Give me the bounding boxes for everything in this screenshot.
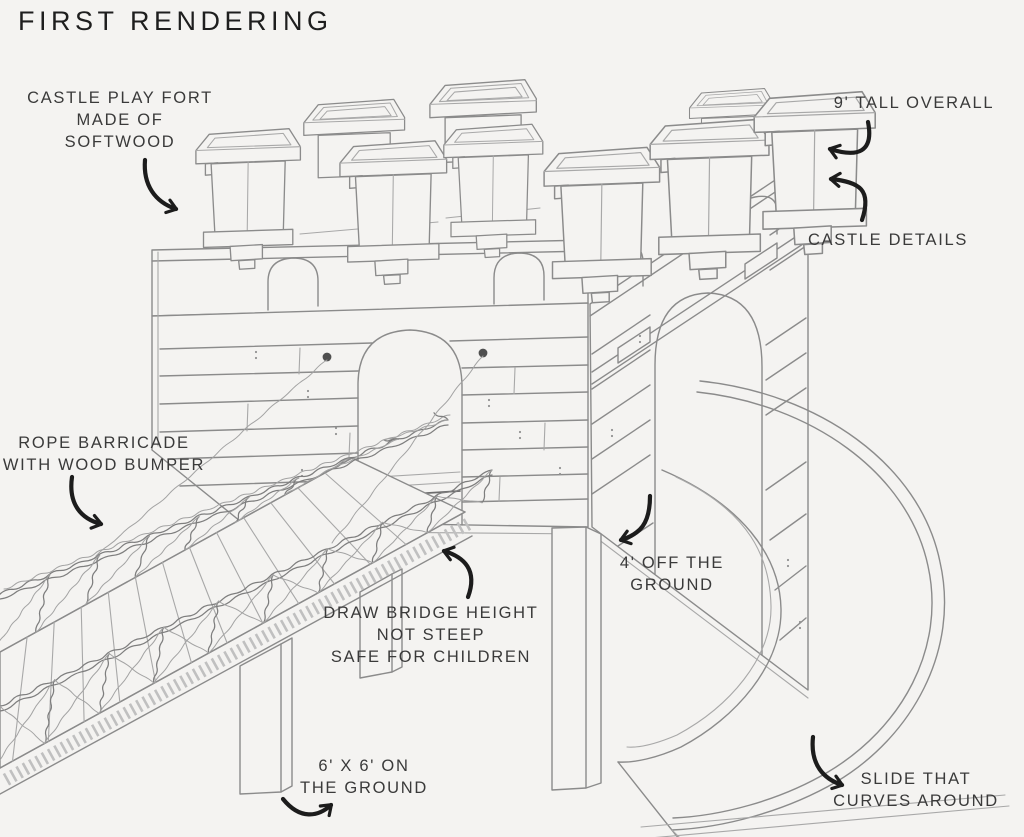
castle-details-arrow bbox=[828, 171, 868, 223]
six-by-six-arrow bbox=[280, 796, 334, 818]
annotation-arrows bbox=[69, 119, 872, 818]
annotation-line: WITH WOOD BUMPER bbox=[2, 456, 206, 474]
page-title: FIRST RENDERING bbox=[18, 6, 333, 36]
slide-arrow bbox=[810, 734, 845, 791]
annotation-line: 9' TALL OVERALL bbox=[833, 94, 995, 112]
annotation-six-by-six: 6' X 6' ON THE GROUND bbox=[300, 755, 428, 799]
annotation-line: THE GROUND bbox=[300, 779, 428, 797]
annotation-castle-play-fort: CASTLE PLAY FORT MADE OF SOFTWOOD bbox=[27, 87, 213, 153]
annotation-line: CURVES AROUND bbox=[833, 792, 999, 810]
annotation-nine-tall: 9' TALL OVERALL bbox=[834, 92, 994, 114]
nine-tall-arrow bbox=[827, 119, 872, 160]
annotation-line: SLIDE THAT bbox=[860, 770, 972, 788]
annotation-line: ROPE BARRICADE bbox=[18, 434, 190, 452]
four-off-ground-arrow bbox=[618, 493, 653, 546]
annotation-line: SOFTWOOD bbox=[64, 133, 176, 151]
annotation-line: 4' OFF THE bbox=[619, 554, 725, 572]
annotation-line: CASTLE PLAY FORT bbox=[27, 89, 213, 107]
annotation-castle-details: CASTLE DETAILS bbox=[808, 229, 968, 251]
annotation-line: CASTLE DETAILS bbox=[807, 231, 969, 249]
annotation-four-off-ground: 4' OFF THE GROUND bbox=[620, 552, 724, 596]
annotation-rope-barricade: ROPE BARRICADE WITH WOOD BUMPER bbox=[3, 432, 205, 476]
rope-barricade-arrow bbox=[69, 474, 104, 530]
annotation-line: SAFE FOR CHILDREN bbox=[330, 648, 532, 666]
curved-slide bbox=[617, 380, 1010, 837]
annotation-slide: SLIDE THAT CURVES AROUND bbox=[833, 768, 999, 812]
castle-play-fort-arrow bbox=[142, 157, 179, 215]
annotation-line: GROUND bbox=[630, 576, 714, 594]
draw-bridge-arrow bbox=[441, 545, 474, 600]
annotation-draw-bridge: DRAW BRIDGE HEIGHT NOT STEEP SAFE FOR CH… bbox=[323, 602, 538, 668]
annotation-line: 6' X 6' ON bbox=[318, 757, 410, 775]
annotation-line: MADE OF bbox=[76, 111, 164, 129]
support-posts bbox=[239, 526, 602, 795]
annotation-line: DRAW BRIDGE HEIGHT bbox=[323, 604, 539, 622]
drawbridge-ramp bbox=[0, 355, 493, 795]
annotation-line: NOT STEEP bbox=[376, 626, 486, 644]
